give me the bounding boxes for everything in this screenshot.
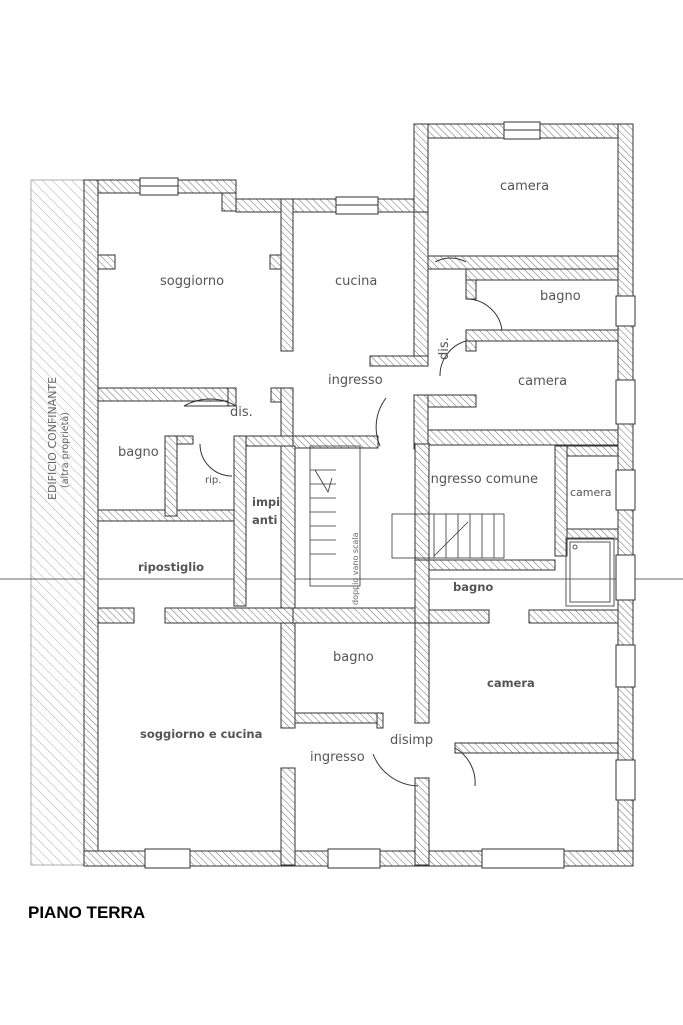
staircase <box>309 445 505 587</box>
room-bagno-lower: bagno <box>333 650 374 665</box>
neighbor-building <box>30 179 85 866</box>
room-dis-vertical: dis. <box>437 337 452 360</box>
room-impi: impi <box>252 495 280 509</box>
room-camera-small: camera <box>570 486 612 499</box>
room-ingresso-comune: ingresso comune <box>427 472 538 487</box>
neighbor-label: EDIFICIO CONFINANTE (altra proprietà) <box>46 377 71 500</box>
room-camera-top: camera <box>500 179 549 194</box>
room-cucina: cucina <box>335 274 377 289</box>
interior-walls <box>97 198 619 866</box>
room-anti: anti <box>252 513 277 527</box>
room-rip: rip. <box>205 475 221 486</box>
room-labels: camera soggiorno cucina bagno dis. ingre… <box>118 179 612 765</box>
room-ingresso-top: ingresso <box>328 373 383 388</box>
room-bagno-center: bagno <box>453 580 493 594</box>
room-camera-lower: camera <box>487 676 535 690</box>
room-dis-left: dis. <box>230 405 253 420</box>
door-swings <box>183 257 503 787</box>
label-vano-scala: doppio vano scala <box>351 532 360 605</box>
floor-caption: PIANO TERRA <box>28 903 146 922</box>
neighbor-label-line2: (altra proprietà) <box>60 412 71 488</box>
room-soggiorno-cucina: soggiorno e cucina <box>140 727 262 741</box>
windows <box>139 121 636 869</box>
room-disimp: disimp <box>390 733 433 748</box>
shower-tray <box>565 537 615 607</box>
neighbor-label-line1: EDIFICIO CONFINANTE <box>46 377 59 500</box>
room-ripostiglio: ripostiglio <box>138 560 204 574</box>
room-soggiorno: soggiorno <box>160 274 224 289</box>
room-bagno-left: bagno <box>118 445 159 460</box>
room-camera-right-mid: camera <box>518 374 567 389</box>
room-ingresso-bottom: ingresso <box>310 750 365 765</box>
room-bagno-right-top: bagno <box>540 289 581 304</box>
